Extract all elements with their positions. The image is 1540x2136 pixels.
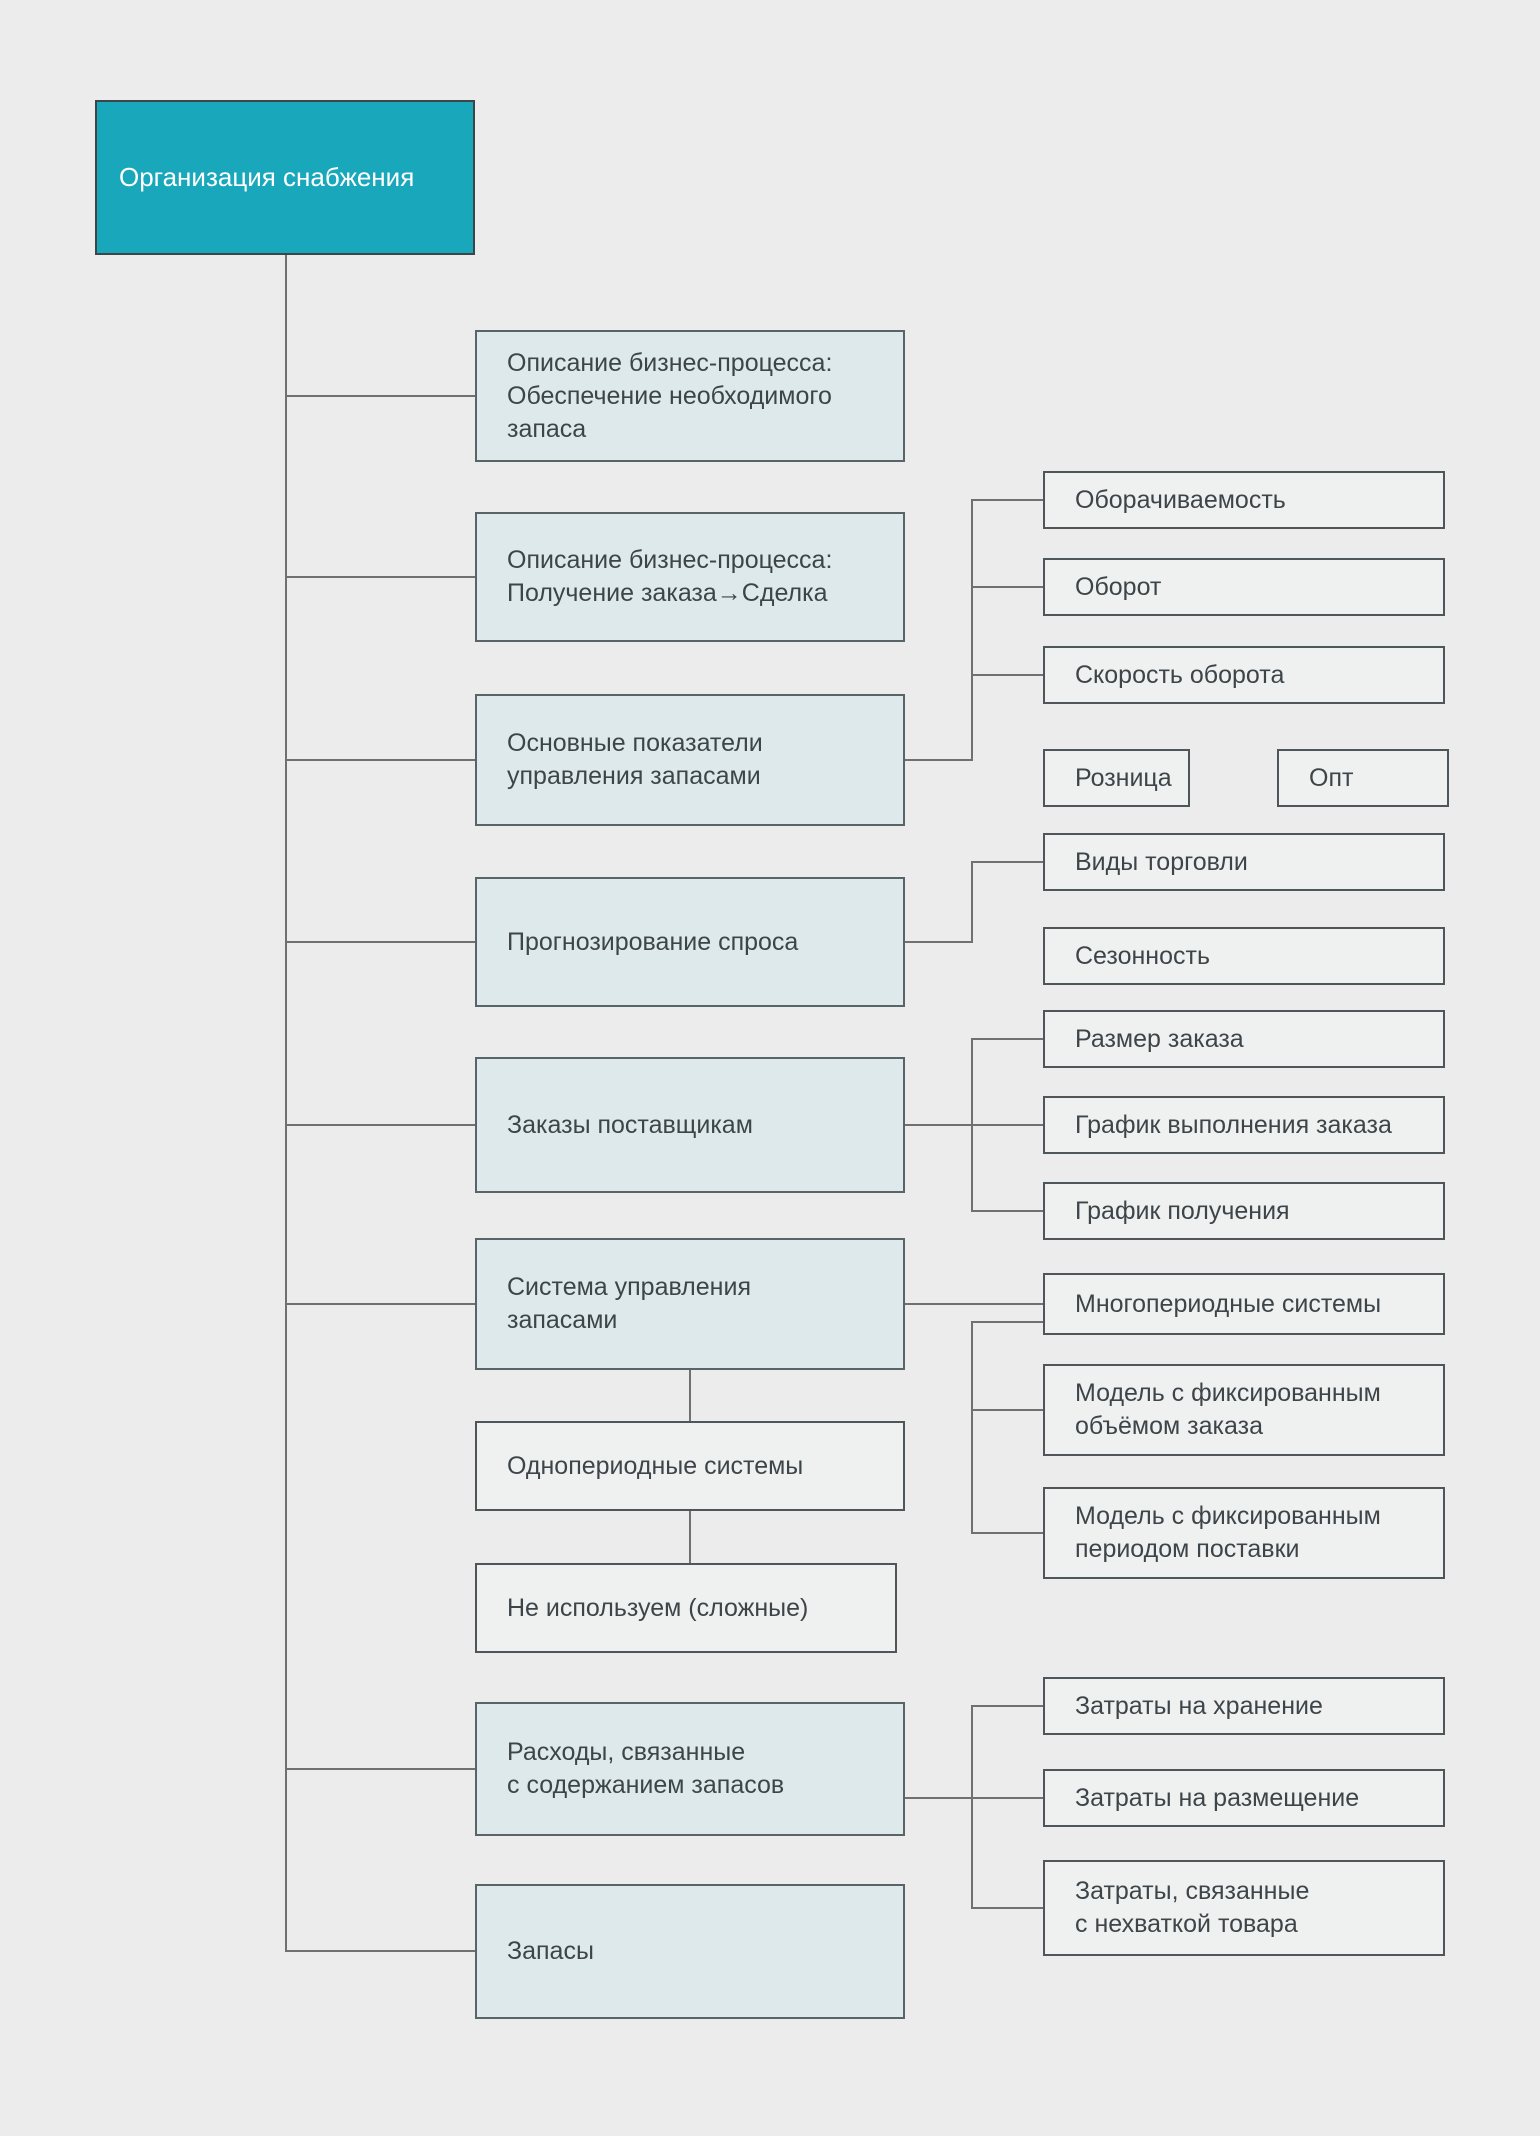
node-label: Затраты на хранение bbox=[1075, 1691, 1323, 1720]
connector-line bbox=[971, 1038, 1043, 1040]
node-label: Модель с фиксированным объёмом заказа bbox=[1075, 1379, 1381, 1440]
node-label: Запасы bbox=[507, 1937, 594, 1965]
node-label: Затраты, связанные с нехваткой товара bbox=[1075, 1877, 1310, 1938]
node-not-used-complex: Не используем (сложные) bbox=[475, 1563, 897, 1653]
node-turnover-speed: Скорость оборота bbox=[1043, 646, 1445, 704]
root-node-label: Организация снабжения bbox=[119, 162, 415, 193]
node-label: Прогнозирование спроса bbox=[507, 927, 799, 956]
node-order-size: Размер заказа bbox=[1043, 1010, 1445, 1068]
connector-line bbox=[285, 1124, 475, 1126]
node-label: Размер заказа bbox=[1075, 1024, 1244, 1053]
node-storage-costs: Затраты на хранение bbox=[1043, 1677, 1445, 1735]
connector-line bbox=[971, 586, 1043, 588]
node-label: Оборот bbox=[1075, 572, 1162, 601]
connector-line bbox=[971, 1705, 1043, 1707]
node-turnover-ratio: Оборачиваемость bbox=[1043, 471, 1445, 529]
node-inventory-management-system: Система управления запасами bbox=[475, 1238, 905, 1370]
node-label: Заказы поставщикам bbox=[507, 1110, 753, 1139]
connector-line bbox=[905, 1124, 1043, 1126]
node-turnover: Оборот bbox=[1043, 558, 1445, 616]
connector-line bbox=[285, 395, 475, 397]
connector-line bbox=[971, 1532, 1043, 1534]
node-seasonality: Сезонность bbox=[1043, 927, 1445, 985]
node-label: График получения bbox=[1075, 1196, 1290, 1225]
connector-line bbox=[971, 1705, 973, 1909]
node-label: Опт bbox=[1309, 763, 1354, 792]
connector-line bbox=[905, 941, 973, 943]
node-label: Однопериодные системы bbox=[507, 1451, 804, 1480]
connector-line bbox=[689, 1370, 691, 1421]
node-wholesale: Опт bbox=[1277, 749, 1449, 807]
connector-line bbox=[285, 941, 475, 943]
connector-line bbox=[689, 1511, 691, 1563]
node-label: Расходы, связанные с содержанием запасов bbox=[507, 1738, 785, 1799]
node-label: Розница bbox=[1075, 763, 1172, 792]
node-label: Виды торговли bbox=[1075, 847, 1248, 876]
node-placement-costs: Затраты на размещение bbox=[1043, 1769, 1445, 1827]
connector-line bbox=[285, 1303, 475, 1305]
connector-line bbox=[285, 576, 475, 578]
node-label: Описание бизнес-процесса: Получение зака… bbox=[507, 546, 833, 607]
connector-line bbox=[905, 1303, 1043, 1305]
node-label: Система управления запасами bbox=[507, 1273, 751, 1334]
connector-line bbox=[971, 674, 1043, 676]
node-multi-period-systems: Многопериодные системы bbox=[1043, 1273, 1445, 1335]
node-label: Модель с фиксированным периодом поставки bbox=[1075, 1502, 1381, 1563]
node-bp-necessary-stock: Описание бизнес-процесса: Обеспечение не… bbox=[475, 330, 905, 462]
node-key-indicators: Основные показатели управления запасами bbox=[475, 694, 905, 826]
node-bp-order-to-deal: Описание бизнес-процесса: Получение зака… bbox=[475, 512, 905, 642]
connector-line bbox=[971, 861, 1043, 863]
node-label: Описание бизнес-процесса: Обеспечение не… bbox=[507, 348, 833, 443]
node-trade-types: Виды торговли bbox=[1043, 833, 1445, 891]
node-label: Сезонность bbox=[1075, 941, 1210, 970]
connector-line bbox=[285, 759, 475, 761]
root-node: Организация снабжения bbox=[95, 100, 475, 255]
connector-line bbox=[971, 1210, 1043, 1212]
node-shortage-costs: Затраты, связанные с нехваткой товара bbox=[1043, 1860, 1445, 1956]
connector-line bbox=[971, 1038, 973, 1212]
node-label: Многопериодные системы bbox=[1075, 1289, 1382, 1318]
node-inventory-costs: Расходы, связанные с содержанием запасов bbox=[475, 1702, 905, 1836]
node-fixed-order-volume-model: Модель с фиксированным объёмом заказа bbox=[1043, 1364, 1445, 1456]
connector-trunk bbox=[285, 255, 287, 1952]
node-fixed-supply-period-model: Модель с фиксированным периодом поставки bbox=[1043, 1487, 1445, 1579]
connector-line bbox=[971, 499, 1043, 501]
node-demand-forecasting: Прогнозирование спроса bbox=[475, 877, 905, 1007]
connector-line bbox=[971, 1321, 1043, 1323]
node-label: Оборачиваемость bbox=[1075, 485, 1286, 514]
connector-line bbox=[971, 1321, 973, 1534]
connector-line bbox=[905, 1797, 1043, 1799]
connector-line bbox=[971, 1907, 1043, 1909]
node-label: Основные показатели управления запасами bbox=[507, 729, 763, 790]
node-label: Не используем (сложные) bbox=[507, 1593, 809, 1622]
connector-line bbox=[971, 861, 973, 943]
node-retail: Розница bbox=[1043, 749, 1190, 807]
connector-line bbox=[285, 1768, 475, 1770]
node-stocks: Запасы bbox=[475, 1884, 905, 2019]
node-label: Затраты на размещение bbox=[1075, 1783, 1360, 1812]
node-receiving-schedule: График получения bbox=[1043, 1182, 1445, 1240]
node-order-fulfillment-schedule: График выполнения заказа bbox=[1043, 1096, 1445, 1154]
connector-line bbox=[971, 499, 973, 761]
connector-line bbox=[285, 1950, 475, 1952]
node-label: График выполнения заказа bbox=[1075, 1110, 1392, 1139]
connector-line bbox=[905, 759, 972, 761]
connector-line bbox=[971, 1409, 1043, 1411]
node-supplier-orders: Заказы поставщикам bbox=[475, 1057, 905, 1193]
node-label: Скорость оборота bbox=[1075, 660, 1285, 689]
node-single-period-systems: Однопериодные системы bbox=[475, 1421, 905, 1511]
